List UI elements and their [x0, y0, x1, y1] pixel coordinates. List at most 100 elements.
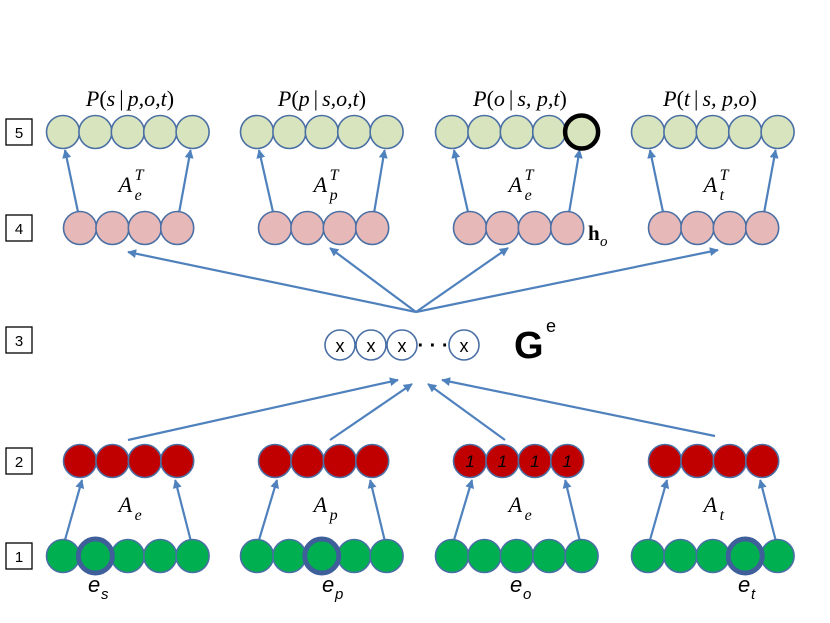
- layer-number: 2: [15, 454, 23, 471]
- input-node: [110, 538, 146, 574]
- input-label-base: e: [88, 572, 100, 597]
- embedding-node: [257, 443, 293, 479]
- input-label-subscript: t: [751, 586, 756, 603]
- prob-symbol: P: [85, 86, 99, 111]
- embedding-value: 1: [465, 452, 474, 471]
- input-label-subscript: o: [523, 586, 531, 603]
- transpose-matrix-superscript: T: [330, 167, 340, 184]
- core-to-hidden-arrow: [415, 247, 509, 313]
- prob-conditions: p,o,t: [126, 86, 168, 111]
- embedding-node: [322, 443, 358, 479]
- embedding-node: [354, 443, 390, 479]
- prob-open-paren: (: [99, 86, 106, 111]
- hidden-label-subscript: o: [600, 234, 608, 250]
- core-node: [324, 329, 356, 361]
- hidden-node: [159, 210, 195, 246]
- input-node: [760, 538, 795, 574]
- core-node: [355, 329, 387, 361]
- layer-box: [5, 542, 33, 570]
- output-node: [630, 114, 666, 150]
- output-node: [695, 114, 731, 150]
- transpose-matrix-subscript: t: [720, 187, 725, 204]
- input-label-subscript: s: [101, 586, 109, 603]
- hidden-node: [517, 210, 553, 246]
- output-node: [467, 114, 502, 150]
- layer-number: 3: [15, 333, 23, 350]
- embedding-to-core-arrow: [427, 383, 506, 441]
- connection-arrows: [62, 149, 779, 541]
- core-to-hidden-arrow: [415, 247, 719, 314]
- hidden-to-output-arrow: [647, 149, 665, 213]
- output-node: [369, 114, 404, 150]
- output-node: [142, 114, 178, 150]
- neuron-nodes: [45, 113, 795, 576]
- output-node: [304, 114, 340, 150]
- prob-close-paren: ): [750, 86, 757, 111]
- hidden-to-output-arrow: [178, 149, 194, 213]
- hidden-node: [127, 210, 163, 246]
- input-node: [531, 538, 567, 574]
- output-node: [78, 114, 113, 150]
- prob-conditions: s, p,o: [702, 86, 749, 111]
- hidden-node: [647, 210, 683, 246]
- hidden-node: [549, 210, 585, 246]
- hidden-label-base: h: [588, 221, 600, 245]
- input-to-embedding-arrow: [562, 479, 581, 541]
- prob-symbol: P: [277, 86, 291, 111]
- output-node: [336, 114, 372, 150]
- output-node: [110, 114, 146, 150]
- embedding-matrix-subscript: t: [720, 507, 725, 524]
- embedding-node: [680, 443, 715, 479]
- prob-target: s: [107, 86, 116, 111]
- prob-open-paren: (: [487, 86, 494, 111]
- active-input-node: [75, 536, 115, 576]
- prob-symbol: P: [472, 86, 486, 111]
- embedding-node: [127, 443, 163, 479]
- embedding-node: [62, 443, 98, 479]
- hidden-to-output-arrow: [256, 149, 275, 213]
- prob-conditions: s, p,t: [517, 86, 560, 111]
- probability-label: P(s|p,o,t): [85, 86, 174, 111]
- input-to-embedding-arrow: [63, 479, 85, 541]
- input-node: [564, 538, 599, 574]
- hidden-node: [680, 210, 715, 246]
- layer-number: 1: [15, 549, 23, 566]
- prob-open-paren: (: [677, 86, 684, 111]
- output-node: [45, 114, 81, 150]
- hidden-to-output-arrow: [763, 149, 779, 213]
- prob-target: t: [684, 86, 691, 111]
- layer-number: 5: [15, 125, 23, 142]
- output-node: [760, 114, 795, 150]
- embedding-matrix-base: A: [117, 492, 133, 517]
- prob-condition-bar: |: [314, 86, 318, 111]
- active-input-node: [302, 536, 342, 576]
- transpose-matrix-base: A: [312, 172, 328, 197]
- input-node: [434, 538, 470, 574]
- input-node: [45, 538, 81, 574]
- output-node: [531, 114, 567, 150]
- input-node: [142, 538, 178, 574]
- target-output-node: [562, 113, 601, 151]
- embedding-value: 1: [530, 452, 539, 471]
- embedding-node: [712, 443, 748, 479]
- input-node: [695, 538, 731, 574]
- input-to-embedding-arrow: [367, 479, 386, 541]
- input-node: [175, 538, 210, 574]
- transpose-matrix-subscript: e: [135, 187, 142, 204]
- embedding-value: 1: [498, 452, 507, 471]
- hidden-to-output-arrow: [373, 149, 388, 213]
- core-label-superscript: e: [546, 316, 556, 336]
- input-node: [239, 538, 275, 574]
- prob-condition-bar: |: [509, 86, 513, 111]
- embedding-node: [290, 443, 325, 479]
- embedding-matrix-base: A: [312, 492, 328, 517]
- embedding-node: [159, 443, 195, 479]
- input-node: [663, 538, 698, 574]
- core-node: [386, 329, 418, 361]
- prob-symbol: P: [662, 86, 676, 111]
- transpose-matrix-superscript: T: [135, 167, 145, 184]
- embedding-matrix-base: A: [507, 492, 523, 517]
